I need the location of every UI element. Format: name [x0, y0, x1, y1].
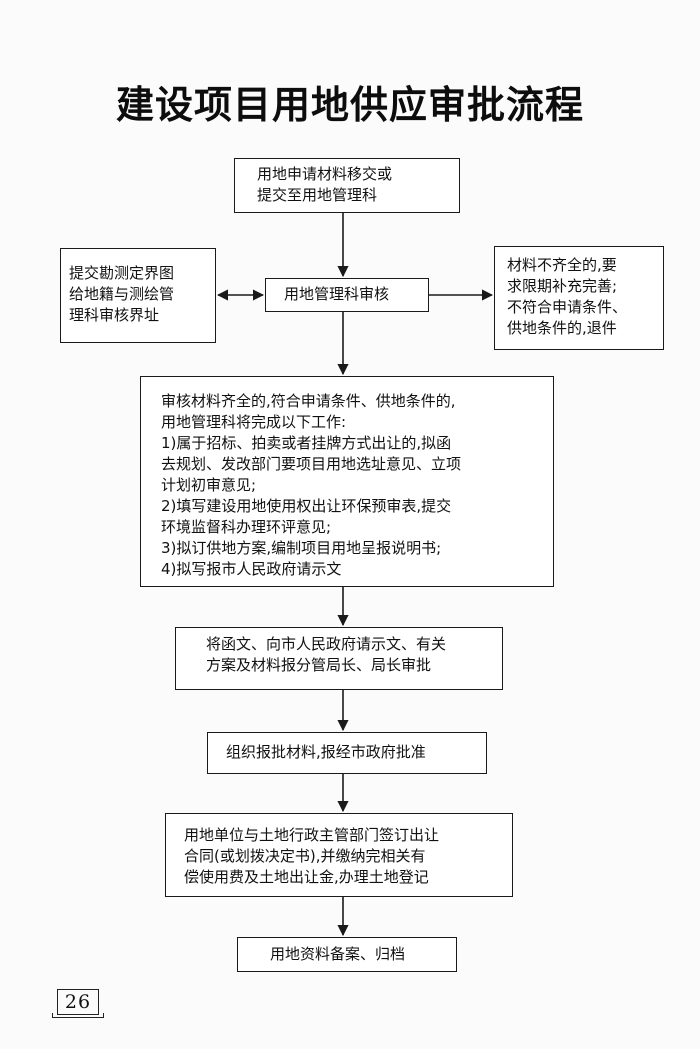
step-text-line: 环境监督科办理环评意见; — [161, 518, 332, 536]
step-land-management-review: 用地管理科审核 — [265, 278, 429, 312]
step-text-line: 提交勘测定界图 — [69, 264, 175, 282]
step-text-line: 合同(或划拨决定书),并缴纳完相关有 — [184, 847, 426, 865]
step-text-line: 1)属于招标、拍卖或者挂牌方式出让的,拟函 — [161, 434, 452, 452]
step-text-line: 用地申请材料移交或 — [257, 165, 393, 183]
step-text-line: 用地单位与土地行政主管部门签订出让 — [184, 826, 440, 844]
book-icon — [52, 1013, 104, 1018]
step-text-line: 用地管理科将完成以下工作: — [161, 413, 347, 431]
step-text-line: 供地条件的,退件 — [507, 319, 617, 337]
step-text-line: 计划初审意见; — [161, 476, 257, 494]
step-text-line: 用地资料备案、归档 — [270, 945, 406, 963]
step-text-line: 给地籍与测绘管 — [69, 285, 175, 303]
step-prepare-supply-tasks: 审核材料齐全的,符合申请条件、供地条件的, 用地管理科将完成以下工作: 1)属于… — [140, 376, 554, 587]
step-text-line: 组织报批材料,报经市政府批准 — [226, 743, 426, 761]
step-text-line: 理科审核界址 — [69, 306, 160, 324]
step-incomplete-or-reject: 材料不齐全的,要 求限期补充完善; 不符合申请条件、 供地条件的,退件 — [494, 246, 664, 350]
step-text-line: 用地管理科审核 — [284, 285, 390, 303]
page-number: 26 — [57, 989, 99, 1015]
step-text-line: 去规划、发改部门要项目用地选址意见、立项 — [161, 455, 462, 473]
step-city-government-approval: 组织报批材料,报经市政府批准 — [207, 732, 487, 774]
page-title: 建设项目用地供应审批流程 — [115, 82, 584, 127]
step-survey-boundary-check: 提交勘测定界图 给地籍与测绘管 理科审核界址 — [60, 248, 216, 343]
step-text-line: 4)拟写报市人民政府请示文 — [161, 560, 342, 578]
step-text-line: 3)拟订供地方案,编制项目用地呈报说明书; — [161, 539, 442, 557]
step-text-line: 将函文、向市人民政府请示文、有关 — [206, 635, 447, 653]
step-file-and-archive: 用地资料备案、归档 — [237, 937, 457, 972]
step-submit-for-director-approval: 将函文、向市人民政府请示文、有关 方案及材料报分管局长、局长审批 — [175, 627, 503, 690]
step-text-line: 材料不齐全的,要 — [507, 256, 617, 274]
step-application-submission: 用地申请材料移交或 提交至用地管理科 — [234, 158, 460, 213]
step-text-line: 2)填写建设用地使用权出让环保预审表,提交 — [161, 497, 452, 515]
step-text-line: 求限期补充完善; — [507, 277, 618, 295]
step-text-line: 提交至用地管理科 — [257, 186, 378, 204]
step-text-line: 偿使用费及土地出让金,办理土地登记 — [184, 868, 429, 886]
step-text-line: 方案及材料报分管局长、局长审批 — [206, 656, 432, 674]
step-text-line: 审核材料齐全的,符合申请条件、供地条件的, — [161, 392, 456, 410]
step-text-line: 不符合申请条件、 — [507, 298, 628, 316]
step-sign-contract-and-register: 用地单位与土地行政主管部门签订出让 合同(或划拨决定书),并缴纳完相关有 偿使用… — [165, 813, 513, 897]
